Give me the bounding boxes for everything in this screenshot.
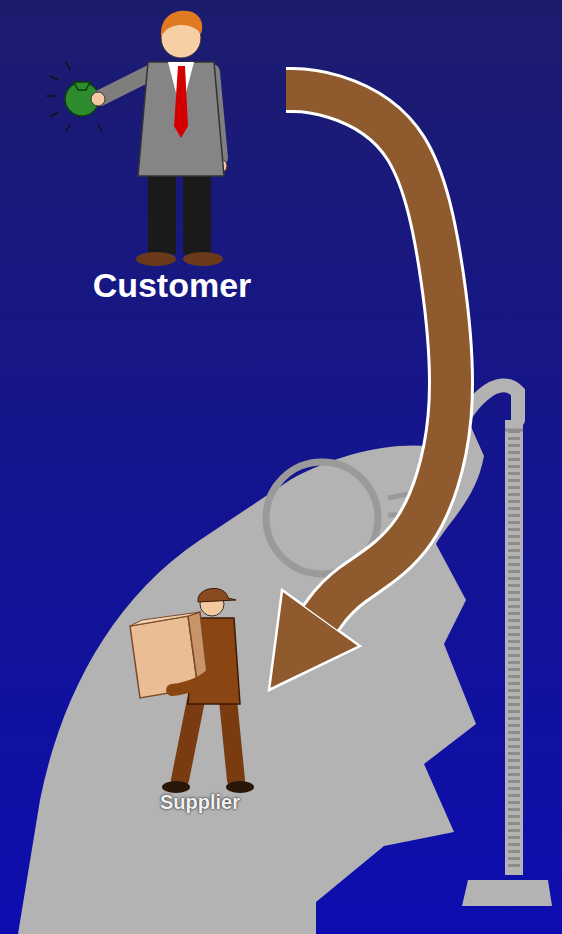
flow-arrow [269, 90, 451, 690]
figure-node: Customer [58, 0, 286, 305]
figure-node: Supplier [131, 585, 269, 814]
arrow-body [286, 90, 451, 618]
node-label: Customer [58, 266, 286, 305]
supplier-figure [130, 588, 254, 793]
node-label: Supplier [131, 791, 269, 814]
machine-silhouette [18, 385, 552, 934]
customer-figure [46, 11, 227, 266]
arrow-outline [286, 90, 451, 618]
